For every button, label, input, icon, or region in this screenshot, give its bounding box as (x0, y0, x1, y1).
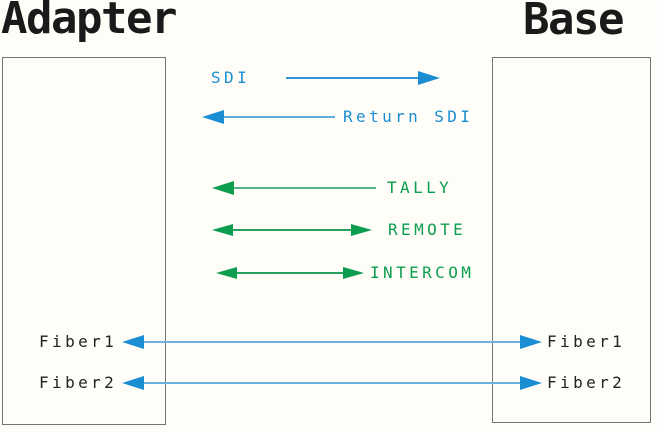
adapter-box (2, 57, 166, 425)
base-title: Base (523, 0, 624, 45)
fiber2-arrow-line (142, 382, 522, 384)
fiber2-left-label: Fiber2 (39, 373, 118, 393)
fiber1-right-label: Fiber1 (547, 332, 626, 352)
sdi-label: SDI (211, 68, 251, 88)
return-sdi-label: Return SDI (343, 107, 474, 127)
tally-label: TALLY (387, 178, 453, 198)
tally-arrow-head-left-icon (212, 181, 234, 195)
fiber2-arrow-head-left-icon (122, 376, 144, 390)
adapter-title: Adapter (1, 0, 177, 44)
fiber1-left-label: Fiber1 (39, 332, 118, 352)
tally-arrow (212, 181, 376, 195)
return-sdi-arrow-head-left-icon (202, 110, 224, 124)
fiber2-arrow-head-right-icon (520, 376, 542, 390)
intercom-arrow-head-left-icon (216, 266, 237, 279)
fiber2-arrow (122, 376, 542, 390)
intercom-label: INTERCOM (370, 263, 475, 283)
intercom-arrow-head-right-icon (343, 266, 364, 279)
sdi-arrow (286, 71, 440, 85)
fiber2-right-label: Fiber2 (547, 373, 626, 393)
remote-arrow-head-right-icon (351, 223, 372, 236)
intercom-arrow-line (235, 272, 345, 274)
intercom-arrow (216, 266, 364, 280)
remote-arrow-line (231, 229, 353, 231)
remote-arrow (212, 223, 372, 237)
remote-arrow-head-left-icon (212, 223, 233, 236)
remote-label: REMOTE (388, 220, 467, 240)
sdi-arrow-head-right-icon (418, 71, 440, 85)
fiber1-arrow-line (142, 341, 522, 343)
base-box (492, 57, 651, 423)
sdi-arrow-line (286, 77, 420, 79)
fiber1-arrow (122, 335, 542, 349)
return-sdi-arrow-line (222, 116, 335, 118)
fiber1-arrow-head-right-icon (520, 335, 542, 349)
return-sdi-arrow (202, 110, 335, 124)
tally-arrow-line (232, 187, 376, 189)
fiber1-arrow-head-left-icon (122, 335, 144, 349)
